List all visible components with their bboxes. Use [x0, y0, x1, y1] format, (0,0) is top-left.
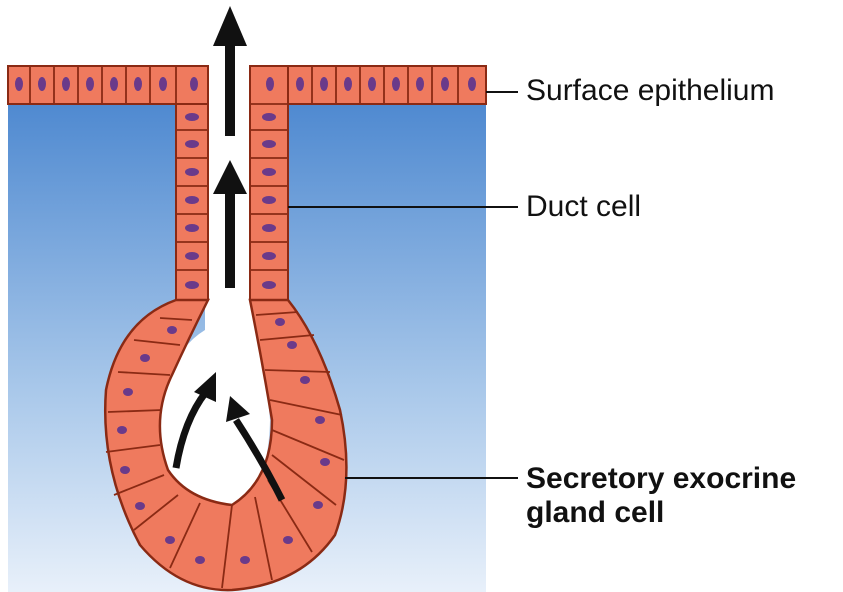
label-secretory-exocrine-gland-cell: Secretory exocrine gland cell	[526, 462, 796, 530]
label-secretory-line2: gland cell	[526, 496, 796, 530]
surface-epithelium-left	[8, 66, 208, 104]
label-duct-cell: Duct cell	[526, 190, 641, 224]
label-secretory-line1: Secretory exocrine	[526, 462, 796, 496]
duct-wall-right	[250, 66, 288, 300]
label-surface-epithelium: Surface epithelium	[526, 74, 774, 108]
